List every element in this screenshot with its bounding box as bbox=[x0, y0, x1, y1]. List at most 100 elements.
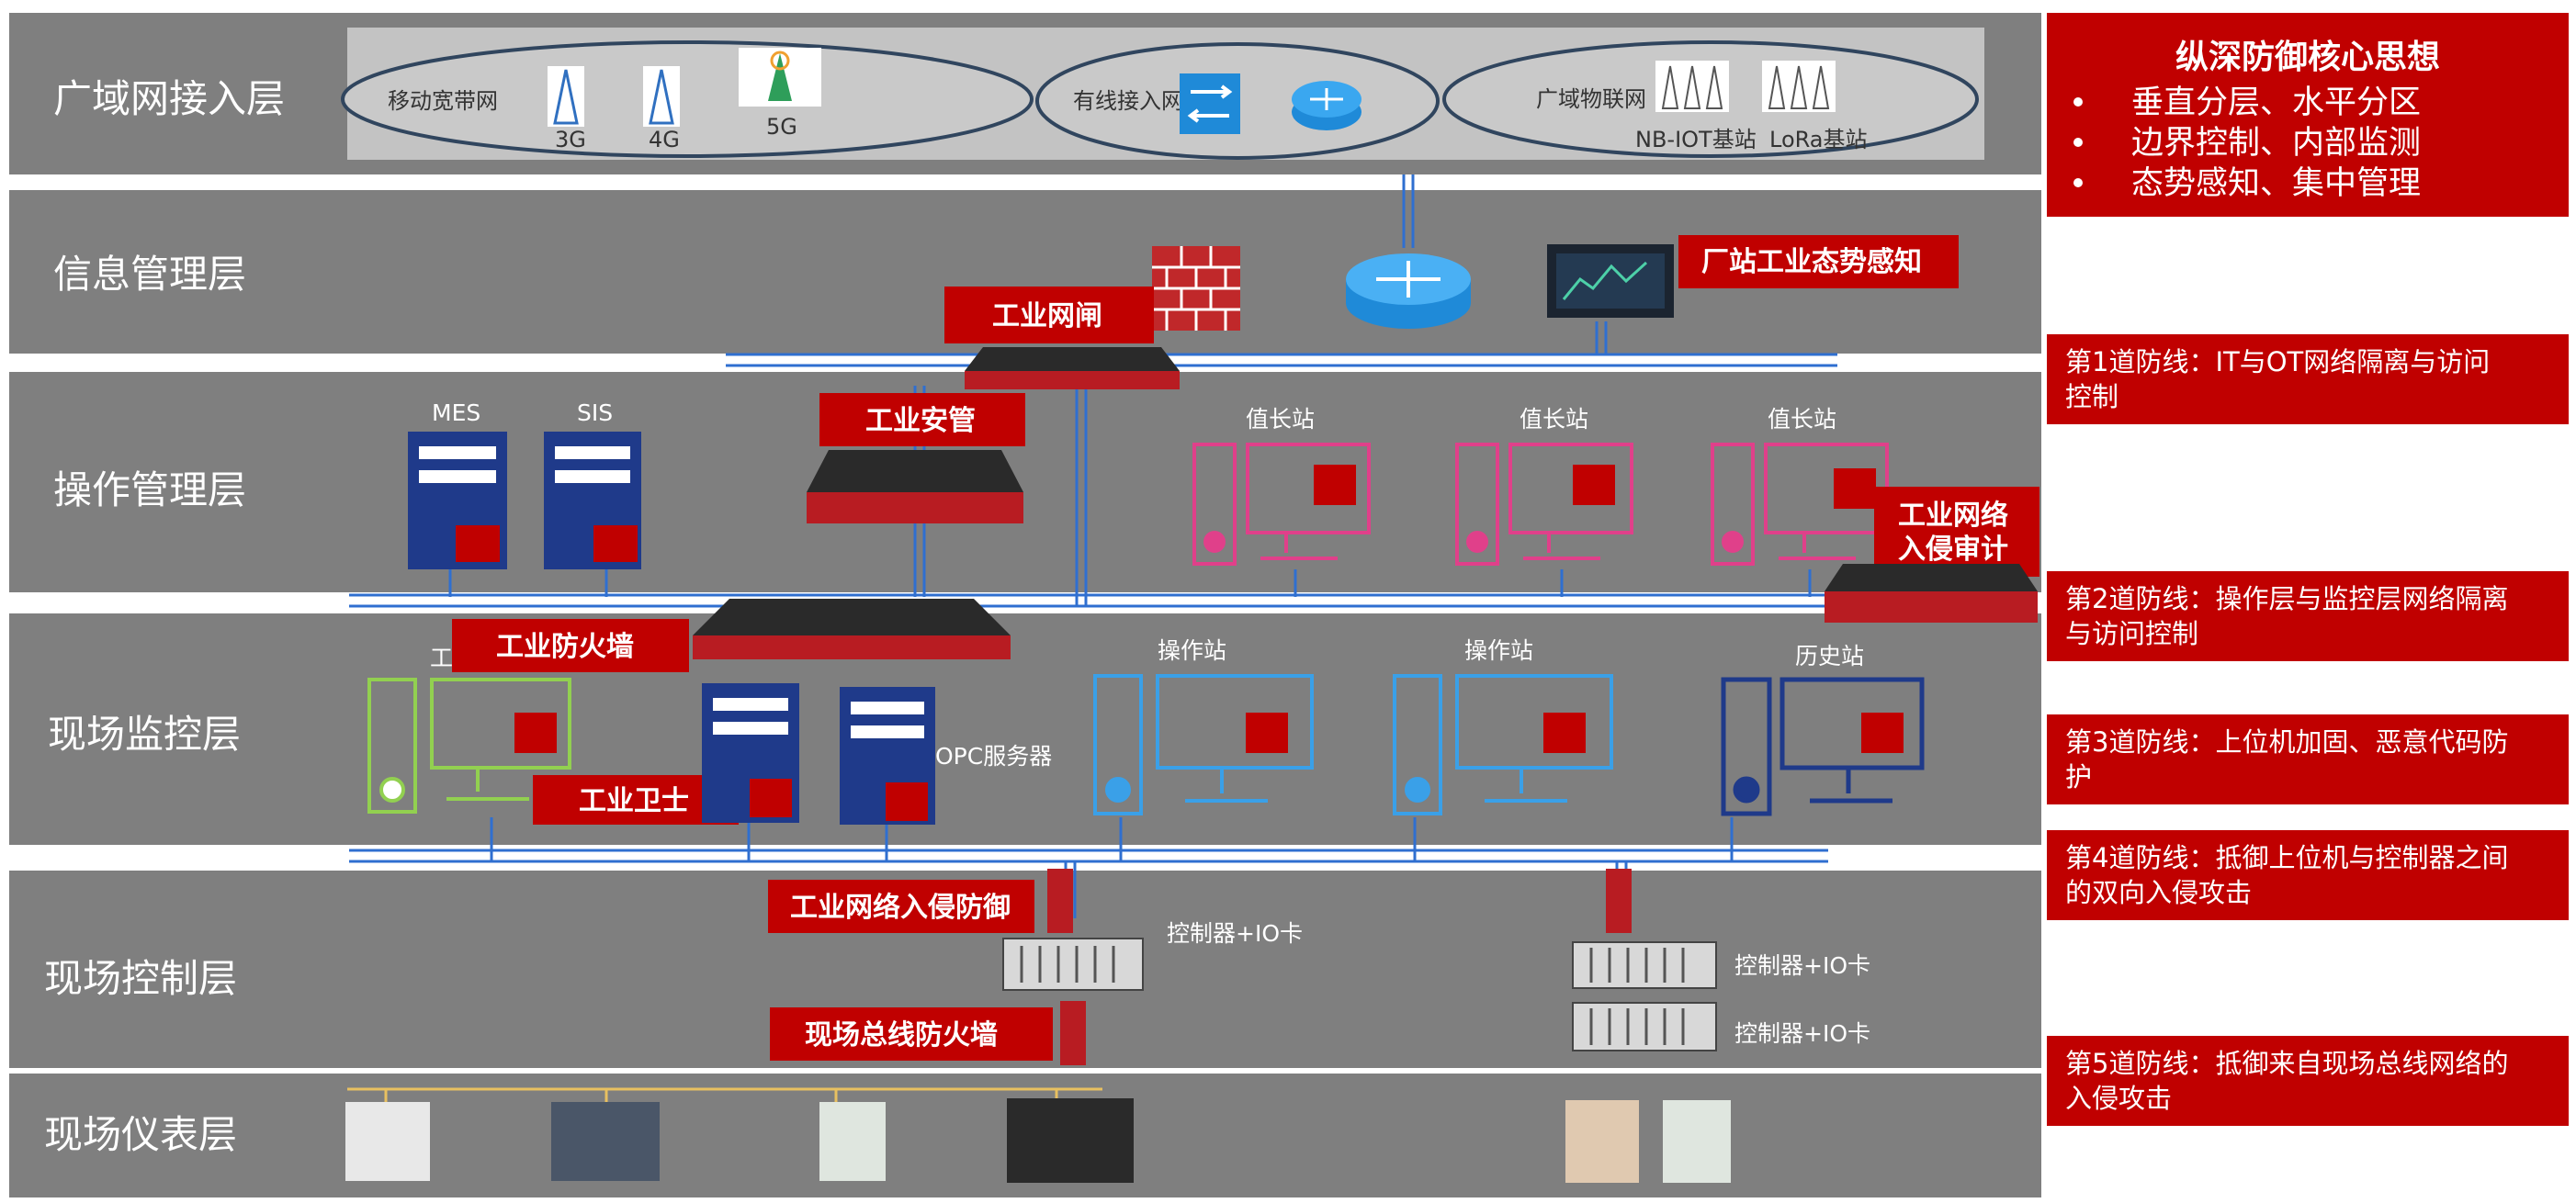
device-history-label: 历史站 bbox=[1795, 643, 1864, 669]
right-panel: 纵深防御核心思想 垂直分层、水平分区 边界控制、内部监测 态势感知、集中管理 第… bbox=[2047, 13, 2569, 1126]
defense-1-line2: 控制 bbox=[2065, 381, 2118, 412]
controller-3-label: 控制器+IO卡 bbox=[1734, 1020, 1870, 1047]
defense-4-line1: 第4道防线：抵御上位机与控制器之间 bbox=[2065, 842, 2508, 873]
tag-situation: 厂站工业态势感知 bbox=[1701, 246, 1922, 278]
tag-gateway: 工业网闸 bbox=[992, 300, 1102, 332]
tower-3g-label: 3G bbox=[555, 127, 586, 152]
layer-title-instrument: 现场仪表层 bbox=[44, 1112, 237, 1157]
core-idea-title: 纵深防御核心思想 bbox=[2175, 39, 2440, 76]
cloud-mobile bbox=[341, 40, 1034, 158]
engineer-station-icon bbox=[367, 678, 571, 814]
defense-3-box bbox=[2047, 714, 2569, 804]
engineer-station-lock bbox=[514, 713, 557, 753]
gateway-appliance-icon bbox=[965, 347, 1180, 389]
tag-firewall-box bbox=[452, 619, 689, 672]
core-idea-bullet-3-icon bbox=[2073, 178, 2083, 187]
tag-fieldbus-fw-box bbox=[770, 1007, 1053, 1061]
server-mes-icon bbox=[408, 432, 507, 569]
history-station-lock bbox=[1861, 713, 1904, 753]
controller-1-icon bbox=[1002, 938, 1144, 991]
duty-station-2-lock bbox=[1573, 465, 1615, 505]
defense-2-box bbox=[2047, 571, 2569, 661]
wan-iot-label: 广域物联网 bbox=[1536, 86, 1646, 112]
device-op1-label: 操作站 bbox=[1158, 637, 1226, 664]
fieldbus-fw-device-icon bbox=[1060, 1001, 1086, 1065]
controller-2-icon bbox=[1572, 941, 1717, 989]
situation-screen-icon bbox=[1547, 244, 1674, 318]
instruments bbox=[345, 1098, 1731, 1183]
core-idea-bullet-1-icon bbox=[2073, 97, 2083, 107]
tag-ips: 工业网络入侵防御 bbox=[790, 892, 1011, 924]
lora-label: LoRa基站 bbox=[1769, 127, 1868, 152]
defense-4-line2: 的双向入侵攻击 bbox=[2065, 877, 2252, 908]
layer-title-wan: 广域网接入层 bbox=[53, 76, 285, 121]
core-idea-box bbox=[2047, 13, 2569, 217]
core-idea-bullet-3: 态势感知、集中管理 bbox=[2131, 165, 2421, 202]
duty-station-1-icon bbox=[1192, 443, 1371, 566]
device-opc-label: OPC服务器 bbox=[935, 743, 1052, 770]
history-station-icon bbox=[1721, 677, 1925, 816]
device-op2-label: 操作站 bbox=[1464, 637, 1533, 664]
wan-wired-label: 有线接入网 bbox=[1073, 88, 1183, 114]
tower-3g-icon bbox=[548, 66, 584, 127]
tower-4g-icon bbox=[643, 66, 680, 127]
operator-station-2-icon bbox=[1393, 674, 1613, 815]
duty-station-3-lock bbox=[1834, 468, 1876, 509]
device-sis-label: SIS bbox=[577, 399, 613, 426]
server-monitor-1-icon bbox=[702, 683, 799, 823]
duty-station-1-lock bbox=[1314, 465, 1356, 505]
wan-panel: 移动宽带网 有线接入网 广域物联网 3G 4G 5G bbox=[341, 28, 1984, 160]
firewall-wall-icon bbox=[1152, 246, 1240, 331]
defense-4-box bbox=[2047, 830, 2569, 920]
tag-security-mgmt-box bbox=[819, 393, 1025, 446]
switch-icon bbox=[1180, 73, 1240, 134]
layer-title-monitor: 现场监控层 bbox=[48, 712, 241, 757]
nbiot-station-icon bbox=[1655, 61, 1729, 112]
device-mes-label: MES bbox=[432, 399, 480, 426]
ips-device-icon bbox=[1047, 869, 1632, 933]
tower-5g-icon bbox=[739, 48, 821, 107]
tag-security-mgmt: 工业安管 bbox=[865, 405, 976, 437]
device-duty3-label: 值长站 bbox=[1768, 406, 1836, 433]
duty-station-2-icon bbox=[1455, 443, 1633, 566]
tag-audit-line2: 入侵审计 bbox=[1898, 534, 2008, 566]
controller-2-label: 控制器+IO卡 bbox=[1734, 952, 1870, 979]
lora-station-icon bbox=[1762, 61, 1836, 112]
controller-3-icon bbox=[1572, 1002, 1717, 1051]
flowmeter-icon bbox=[345, 1102, 430, 1181]
audit-appliance-icon bbox=[1825, 564, 2038, 623]
firewall-appliance-icon bbox=[693, 599, 1011, 659]
layer-title-info: 信息管理层 bbox=[53, 252, 246, 297]
defense-2-line2: 与访问控制 bbox=[2065, 618, 2198, 649]
tower-5g-label: 5G bbox=[766, 114, 797, 140]
operator-station-1-icon bbox=[1093, 674, 1314, 815]
tag-firewall: 工业防火墙 bbox=[496, 631, 634, 663]
device-duty2-label: 值长站 bbox=[1520, 406, 1588, 433]
control-valve-icon bbox=[1565, 1100, 1639, 1183]
network-lines bbox=[349, 174, 1865, 918]
tag-audit-box bbox=[1874, 487, 2039, 577]
tower-4g-label: 4G bbox=[649, 127, 680, 152]
server-opc-icon bbox=[840, 687, 935, 825]
operator-station-2-lock bbox=[1543, 713, 1586, 753]
hmi-panel-icon bbox=[551, 1102, 660, 1181]
valve-actuator-icon bbox=[1007, 1098, 1134, 1183]
router-icon bbox=[1292, 81, 1361, 130]
defense-2-line1: 第2道防线：操作层与监控层网络隔离 bbox=[2065, 583, 2508, 614]
defense-3-line2: 护 bbox=[2065, 761, 2092, 793]
tag-audit-line1: 工业网络 bbox=[1898, 500, 2008, 532]
nbiot-label: NB-IOT基站 bbox=[1635, 127, 1757, 152]
layer-title-ops: 操作管理层 bbox=[53, 467, 246, 512]
controller-1-label: 控制器+IO卡 bbox=[1167, 920, 1303, 947]
security-mgmt-appliance-icon bbox=[807, 450, 1023, 523]
core-router-icon bbox=[1346, 253, 1471, 329]
tag-gateway-box bbox=[944, 287, 1154, 343]
layer-band-monitor bbox=[9, 613, 2041, 845]
defense-5-box bbox=[2047, 1036, 2569, 1126]
core-idea-bullet-2: 边界控制、内部监测 bbox=[2131, 125, 2421, 162]
defense-1-line1: 第1道防线：IT与OT网络隔离与访问 bbox=[2065, 346, 2490, 377]
core-idea-bullet-2-icon bbox=[2073, 138, 2083, 147]
core-idea-bullet-1: 垂直分层、水平分区 bbox=[2131, 84, 2421, 121]
transmitter-1-icon bbox=[819, 1102, 886, 1181]
